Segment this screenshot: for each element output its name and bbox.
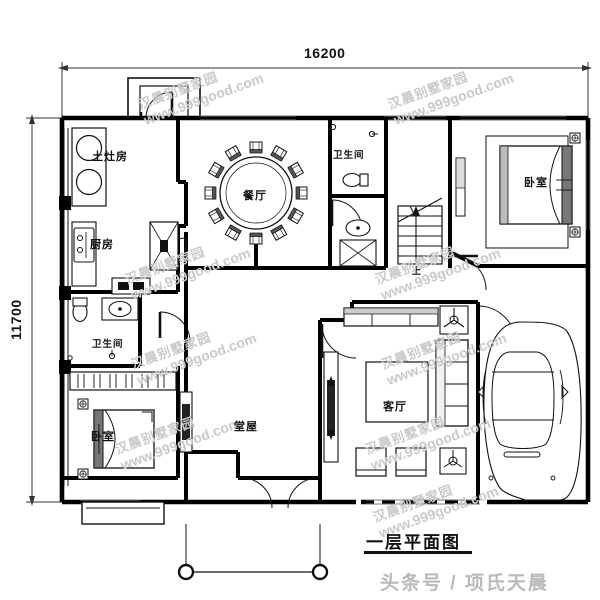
hall-cabinet xyxy=(179,391,193,453)
room-label-bedroom-lower: 卧室 xyxy=(91,431,115,443)
gas-cooktop xyxy=(111,277,151,295)
dining-table xyxy=(219,156,293,230)
room-label-kitchen: 厨房 xyxy=(90,239,114,251)
entry-porch-bottom xyxy=(81,501,165,525)
shower-upper xyxy=(339,239,377,267)
room-label-bathroom-upper: 卫生间 xyxy=(333,150,365,161)
refrigerator xyxy=(149,221,179,271)
room-label-main-hall: 堂屋 xyxy=(234,421,258,433)
room-label-bedroom-upper: 卧室 xyxy=(524,177,548,189)
bedroom-lower-furniture xyxy=(77,398,155,480)
dimension-width-label: 16200 xyxy=(304,45,346,61)
bedroom-upper-furniture xyxy=(455,132,581,249)
door-swings xyxy=(158,199,517,509)
stair-up-label: 上 xyxy=(412,266,422,276)
kitchen-sink xyxy=(73,227,95,263)
plan-title-underline xyxy=(364,551,472,554)
living-room-furniture xyxy=(323,305,469,477)
room-label-bathroom-lower: 卫生间 xyxy=(92,339,124,350)
room-label-living-room: 客厅 xyxy=(383,401,407,413)
bathroom-upper-fixtures xyxy=(329,123,378,267)
staircase xyxy=(397,197,443,265)
credit-watermark: 头条号 / 项氏天晨 xyxy=(380,573,549,594)
earthen-stove-counter xyxy=(71,127,107,207)
bathroom-lower-fixtures xyxy=(67,297,139,361)
room-label-dining-room: 餐厅 xyxy=(243,190,267,202)
toilet-upper xyxy=(342,172,369,188)
entry-porch-top xyxy=(127,77,201,119)
plan-title: 一层平面图 xyxy=(366,533,461,552)
sink-lower xyxy=(101,297,139,321)
sink-upper xyxy=(345,219,371,237)
room-label-earth-stove-room: 土灶房 xyxy=(92,151,128,163)
exterior-window-right xyxy=(585,140,591,230)
wardrobe-lower-bedroom xyxy=(69,371,177,391)
exterior-windows-top xyxy=(200,115,566,121)
car xyxy=(477,321,582,501)
dimension-height-label: 11700 xyxy=(8,299,24,340)
grid-axis xyxy=(177,524,329,581)
exterior-windows-left xyxy=(63,128,69,486)
toilet-lower xyxy=(72,297,88,323)
